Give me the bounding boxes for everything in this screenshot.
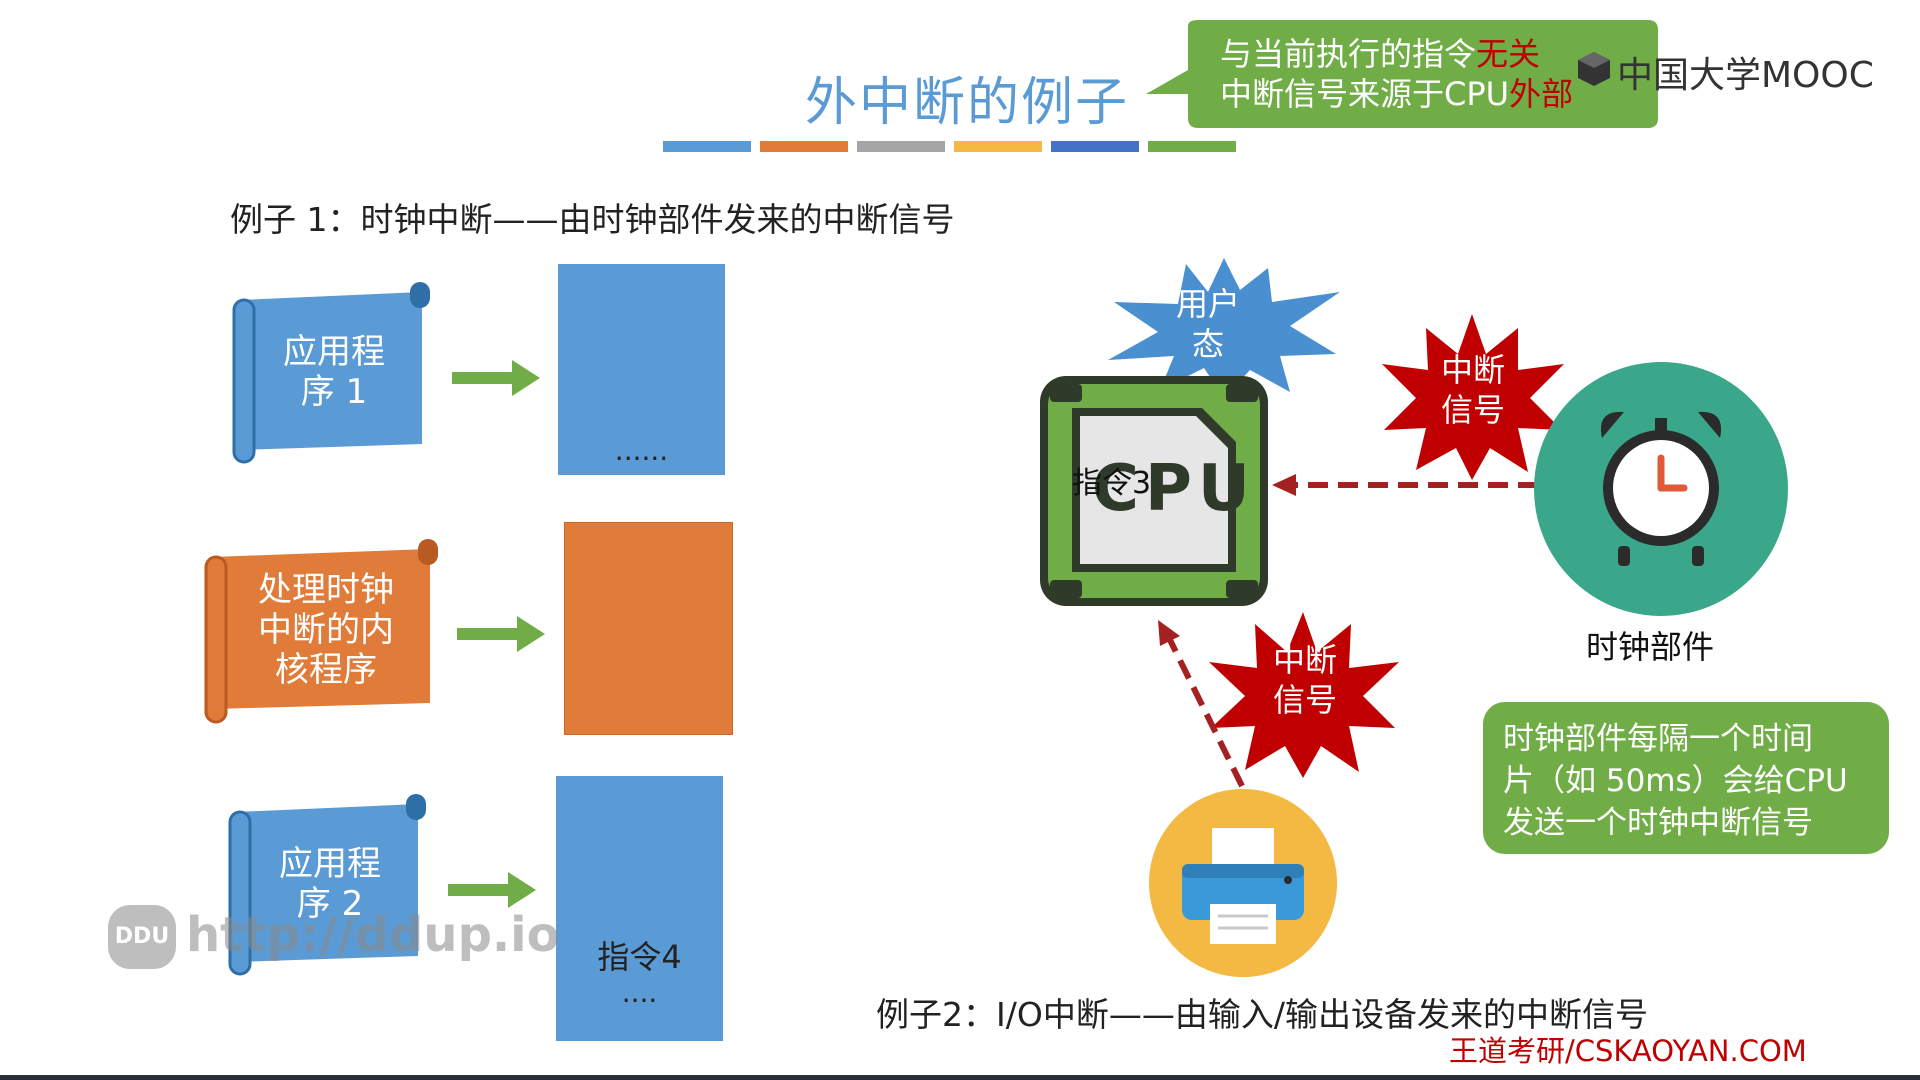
clock-signal-label: 中断 信号: [1440, 351, 1505, 429]
title-bar-segment: [1051, 141, 1139, 152]
alarm-clock-icon: [1534, 362, 1788, 616]
interrupt-arrow-icon: [1272, 474, 1538, 496]
printer-icon: [1149, 789, 1337, 977]
user-mode-label: 用户 态: [1175, 285, 1240, 363]
block-text: ......: [614, 434, 669, 467]
mooc-logo-icon: [1578, 52, 1610, 86]
clock-note-text: 时钟部件每隔一个时间 片（如 50ms）会给CPU 发送一个时钟中断信号: [1503, 721, 1848, 841]
explosion-burst-icon: [1382, 314, 1564, 480]
cpu-label: CPU: [1092, 452, 1256, 526]
program-label: 应用程 序 2: [279, 844, 381, 924]
scroll-icon: [232, 282, 430, 464]
example2-caption: 例子2：I/O中断——由输入/输出设备发来的中断信号: [876, 995, 1648, 1034]
scroll-icon: [228, 794, 426, 976]
bottom-strip: [0, 1075, 1920, 1080]
title-bar-segment: [857, 141, 945, 152]
title-bar-segment: [760, 141, 848, 152]
arrow-right-icon: [448, 872, 536, 908]
instruction-3-label: 指令3: [1072, 466, 1152, 501]
program-label: 应用程 序 1: [283, 332, 385, 412]
memory-block-app1: ......: [558, 264, 725, 475]
title-bar-segment: [663, 141, 751, 152]
memory-block-app2: 指令4 ....: [556, 776, 723, 1041]
printer-signal-label: 中断 信号: [1272, 641, 1337, 719]
memory-block-kernel: [564, 522, 733, 735]
title-callout-line1: 与当前执行的指令无关: [1220, 35, 1541, 73]
title-bar-segment: [1148, 141, 1236, 152]
scroll-icon: [204, 539, 438, 724]
brand-label: 中国大学MOOC: [1617, 55, 1874, 96]
title-bar-segment: [954, 141, 1042, 152]
example1-caption: 例子 1：时钟中断——由时钟部件发来的中断信号: [230, 200, 955, 239]
clock-label: 时钟部件: [1586, 628, 1715, 666]
title-callout-line2: 中断信号来源于CPU外部: [1220, 75, 1574, 113]
clock-note-callout: [1483, 702, 1889, 854]
interrupt-arrow-icon: [1158, 620, 1245, 788]
block-text: ....: [621, 976, 658, 1009]
slide-title: 外中断的例子: [805, 73, 1130, 133]
watermark-url: http://ddup.io: [186, 907, 560, 963]
instruction-4-label: 指令4: [597, 938, 682, 976]
speech-callout-icon: [1146, 20, 1658, 128]
arrow-right-icon: [457, 616, 545, 652]
watermark-badge: DDU: [108, 905, 176, 969]
explosion-burst-icon: [1108, 258, 1340, 398]
explosion-burst-icon: [1209, 612, 1399, 778]
cpu-chip-icon: [1040, 376, 1268, 606]
arrow-right-icon: [452, 360, 540, 396]
program-label: 处理时钟 中断的内 核程序: [258, 570, 394, 690]
footer-brand: 王道考研/CSKAOYAN.COM: [1449, 1034, 1807, 1068]
